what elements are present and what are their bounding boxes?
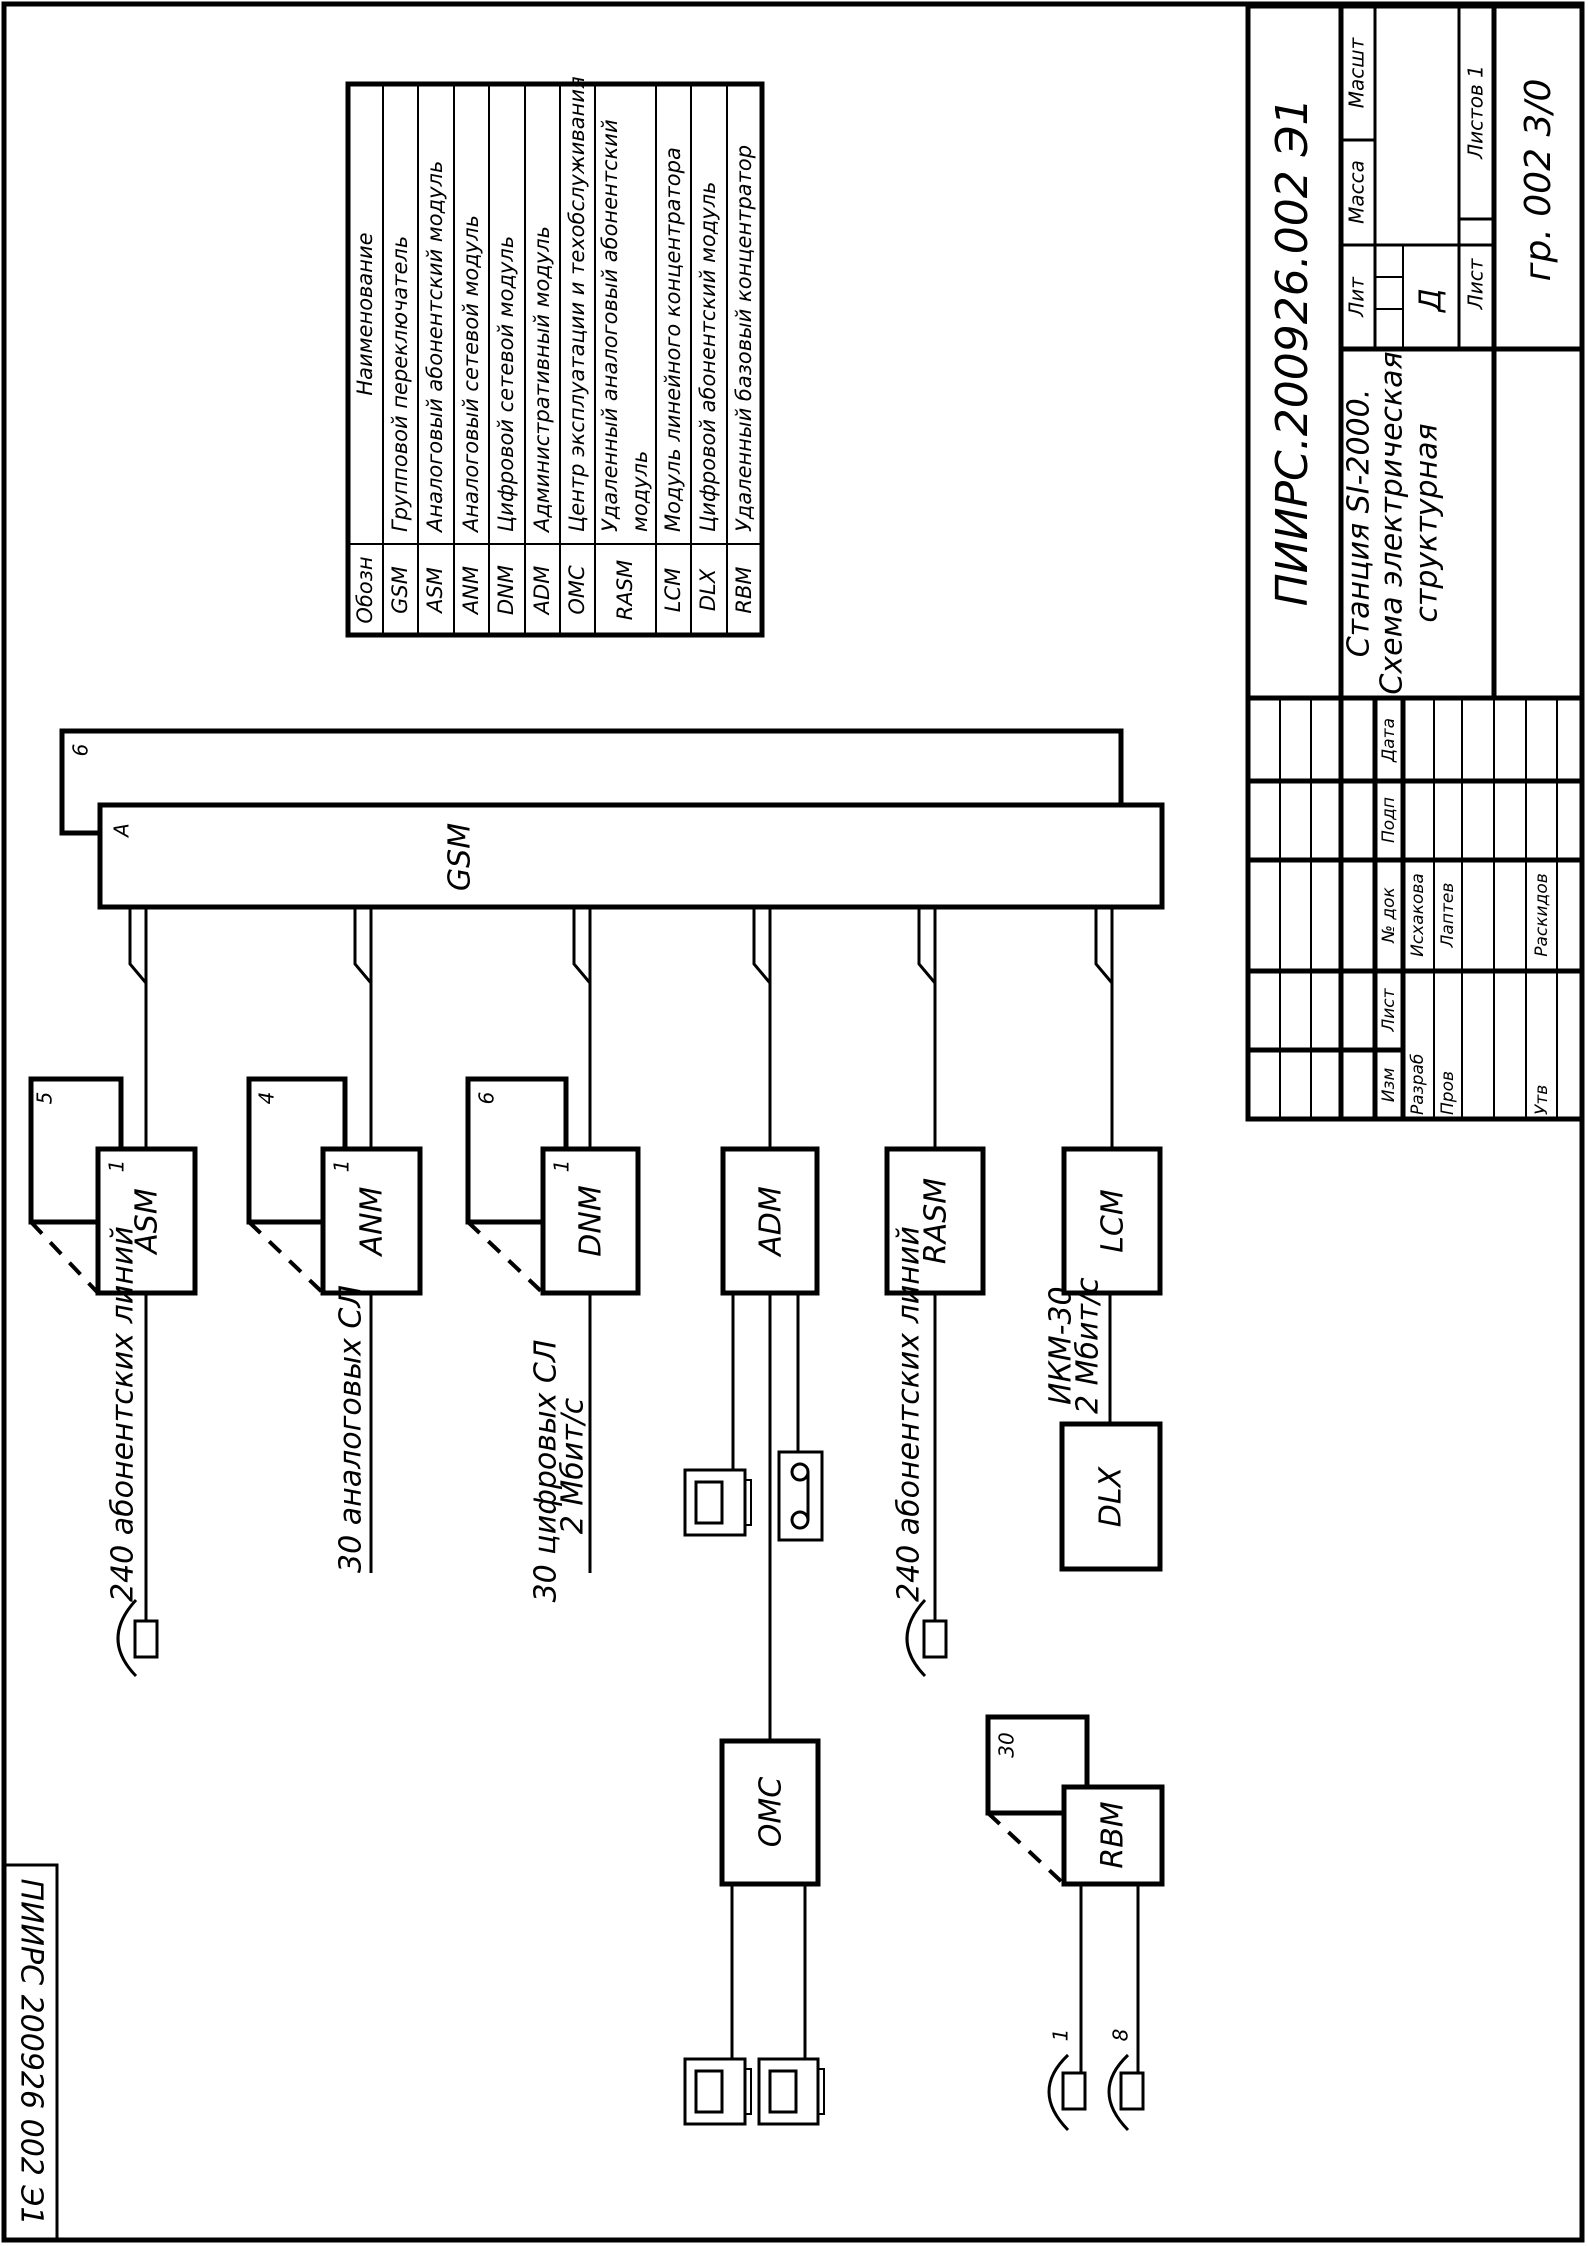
legend-name: модуль: [628, 451, 652, 532]
legend-code: LCM: [661, 568, 685, 612]
omc-label: OMC: [754, 1777, 789, 1847]
anm-count: 4: [255, 1092, 279, 1105]
anm-index: 1: [330, 1160, 354, 1173]
gsm-count: 6: [69, 744, 93, 757]
asm-index: 1: [105, 1160, 129, 1173]
group-label: гр. 002 3/0: [1518, 79, 1559, 282]
scale-label: Масшт: [1345, 36, 1369, 108]
dnm-line-label: 30 цифровых СЛ: [529, 1340, 564, 1603]
telephone-icon: [1047, 2053, 1087, 2132]
legend-name: Групповой переключатель: [388, 236, 412, 532]
mass-label: Масса: [1345, 160, 1369, 224]
lcm-module: LCM ИКМ-30 2 Мбит/с DLX: [1044, 1146, 1163, 1572]
dnm-label: DNM: [574, 1185, 609, 1257]
dlx-box: [1059, 1421, 1163, 1572]
rbm-count: 30: [995, 1732, 1019, 1757]
dnm-count: 6: [475, 1092, 499, 1105]
monitor-icon: [757, 2057, 825, 2126]
title-line-3: структурная: [1410, 423, 1445, 622]
rev-header-izm: Изм: [1379, 1068, 1399, 1103]
rev-header-doc: № док: [1379, 887, 1399, 944]
role-checker: Пров: [1438, 1071, 1458, 1115]
title-block: ПИИРС.200926.002 Э1 Станция SI-2000. Схе…: [1245, 3, 1585, 1122]
rev-header-sign: Подп: [1379, 797, 1399, 843]
legend-code: OMC: [565, 565, 589, 615]
side-stamp: ПИИРС 200926 002 Э1: [2, 1863, 59, 2242]
name-checker: Лаптев: [1438, 883, 1458, 949]
legend-name: Удаленный базовый концентратор: [732, 145, 756, 532]
monitor-icon: [683, 2057, 752, 2126]
legend-header-name: Наименование: [353, 232, 377, 395]
legend-code: ASM: [423, 567, 447, 615]
dnm-module: 6 1 DNM 30 цифровых СЛ 2 Мбит/с: [465, 1076, 641, 1603]
legend-name: Цифровой сетевой модуль: [494, 236, 518, 532]
anm-label: ANM: [355, 1186, 390, 1257]
legend-table: Обозн Наименование: [345, 81, 765, 638]
lcm-label: LCM: [1096, 1189, 1131, 1253]
legend-code: DNM: [494, 565, 518, 615]
gsm-group: 6 А GSM: [59, 728, 1165, 910]
anm-module: 4 1 ANM 30 аналоговых СЛ: [246, 1076, 423, 1573]
asm-count: 5: [33, 1092, 57, 1105]
lit-label: Лит: [1345, 276, 1369, 318]
side-stamp-text: ПИИРС 200926 002 Э1: [14, 1879, 49, 2226]
dnm-index: 1: [550, 1160, 574, 1173]
asm-module: 5 1 ASM 240 абонентских линий: [28, 1076, 198, 1678]
rbm-label: RBM: [1096, 1801, 1131, 1868]
legend-name: Центр эксплуатации и техобслуживания: [565, 76, 589, 532]
legend-header-code: Обозн: [353, 556, 377, 623]
dnm-line-label-rate: 2 Мбит/с: [556, 1397, 591, 1534]
tape-recorder-icon: [777, 1450, 824, 1542]
legend-code: RBM: [732, 566, 756, 613]
legend-name: Административный модуль: [530, 226, 554, 534]
rasm-line-label: 240 абонентских линий: [892, 1226, 927, 1602]
monitor-icon: [683, 1468, 752, 1537]
doc-code: ПИИРС.200926.002 Э1: [1267, 98, 1318, 607]
rbm-phone-8-label: 8: [1109, 2029, 1133, 2042]
title-line-2: Схема электрическая: [1375, 351, 1410, 694]
name-approver: Раскидов: [1532, 873, 1552, 957]
rev-header-list: Лист: [1379, 987, 1399, 1032]
legend-code: DLX: [696, 568, 720, 611]
role-approver: Утв: [1532, 1085, 1552, 1115]
telephone-icon: [116, 1598, 159, 1678]
asm-line-label: 240 абонентских линий: [106, 1226, 141, 1602]
anm-line-label: 30 аналоговых СЛ: [334, 1285, 369, 1573]
legend-name: Аналоговый сетевой модуль: [459, 215, 483, 534]
rbm-phone-1-label: 1: [1049, 2029, 1073, 2042]
lit-value: Д: [1414, 288, 1449, 313]
lcm-line-label: ИКМ-30: [1044, 1286, 1079, 1405]
legend-code: ANM: [459, 566, 483, 616]
legend-name: Цифровой абонентский модуль: [696, 181, 720, 532]
legend-code: ADM: [530, 566, 554, 617]
gsm-index: А: [110, 823, 134, 839]
gsm-label: GSM: [443, 823, 478, 891]
sheet-label: Лист: [1464, 257, 1488, 310]
rasm-module: RASM 240 абонентских линий: [884, 1146, 986, 1678]
legend-code: GSM: [388, 566, 412, 614]
adm-module: ADM: [683, 1146, 824, 1741]
legend-code: RASM: [613, 560, 637, 620]
rbm-module: 30 RBM 1 8: [985, 1714, 1165, 2132]
dlx-label: DLX: [1094, 1465, 1129, 1527]
adm-label: ADM: [754, 1186, 789, 1258]
gsm-box: [97, 802, 1165, 910]
legend-name: Модуль линейного концентратора: [661, 147, 685, 532]
telephone-icon: [905, 1598, 948, 1678]
asm-label: ASM: [130, 1188, 165, 1256]
legend-name: Удаленный аналоговый абонентский: [598, 119, 622, 532]
sheets-label: Листов 1: [1464, 65, 1488, 160]
rasm-label: RASM: [919, 1178, 954, 1264]
legend-name: Аналоговый абонентский модуль: [423, 161, 447, 534]
lcm-line-label-rate: 2 Мбит/с: [1071, 1277, 1106, 1414]
gsm-connectors: [128, 907, 1114, 1149]
role-developer: Разраб: [1408, 1054, 1428, 1115]
telephone-icon: [1107, 2053, 1145, 2132]
name-developer: Исхакова: [1408, 873, 1428, 957]
rev-header-date: Дата: [1379, 718, 1399, 763]
title-line-1: Станция SI-2000.: [1342, 389, 1377, 658]
omc-module: OMC: [683, 1738, 825, 2126]
